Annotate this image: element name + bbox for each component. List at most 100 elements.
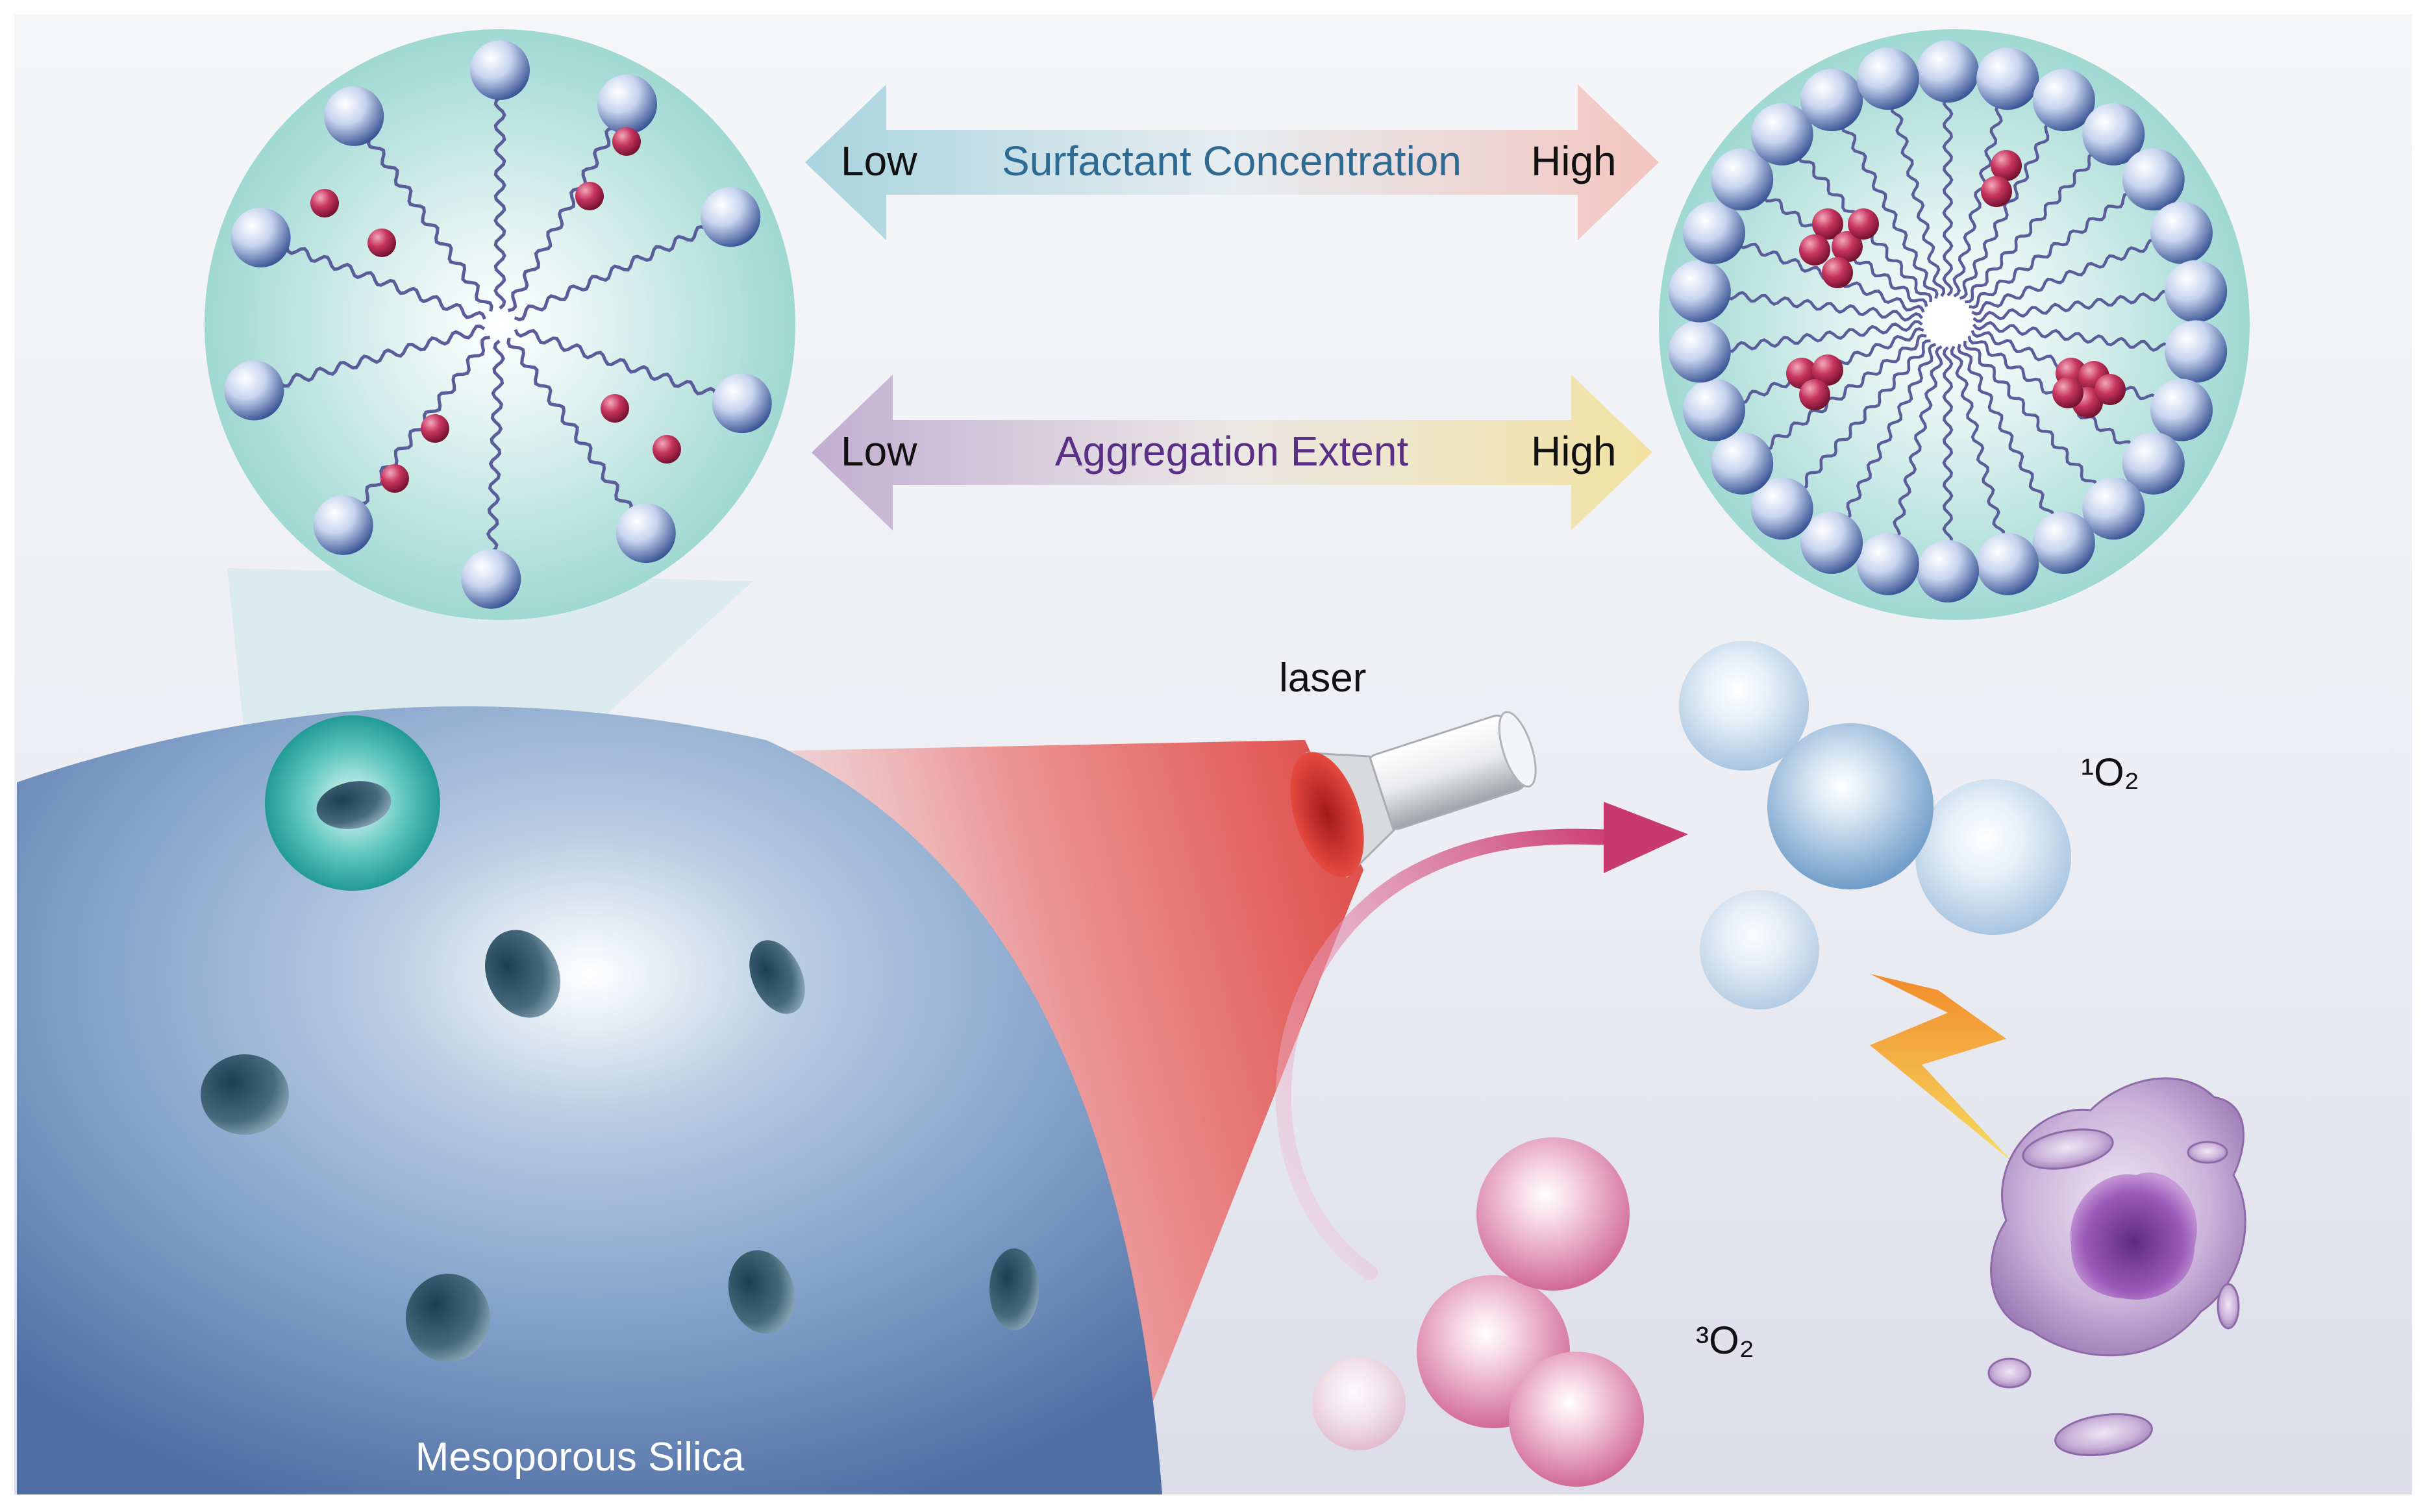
micelle-low-concentration [205,29,795,620]
photosensitizer-molecule [1812,354,1843,386]
surfactant-tail [1893,345,1943,540]
photosensitizer-molecule [421,414,449,443]
photosensitizer-molecule [2052,377,2083,408]
surfactant-tail [1950,345,2006,540]
photosensitizer-molecule [1991,150,2022,181]
surfactant-head [597,74,657,134]
pore [406,1274,490,1362]
surfactant-tail [1724,320,1923,353]
surfactant-head [313,495,373,555]
surfactant-tail [1890,103,1946,297]
surfactant-head [224,360,284,421]
aggregation-low-label: Low [841,428,917,475]
photosensitizer-molecule [380,464,409,493]
photosensitizer-molecule [601,394,629,423]
surfactant-tail [1763,334,1927,451]
surfactant-head [2165,320,2228,383]
surfactant-tail [1843,343,1937,521]
surfactant-head [1800,511,1863,574]
singlet-oxygen-cluster: ¹O₂ [1679,641,2139,1010]
surfactant-head [2150,201,2213,264]
oxygen-sphere [1700,890,1819,1010]
photosensitizer-molecule [1799,234,1830,266]
surfactant-tail [514,328,718,396]
silica-label: Mesoporous Silica [416,1435,745,1480]
photosensitizer-molecule [310,189,339,217]
surfactant-tail [514,225,707,321]
surfactant-tail [284,246,486,320]
surfactant-tail [1967,336,2134,449]
surfactant-head [2032,69,2095,132]
aggregation-extent-arrow: Low Aggregation Extent High [812,375,1652,530]
surfactant-head [2032,511,2095,574]
surfactant-title: Surfactant Concentration [1002,138,1461,184]
pore [728,1250,795,1334]
oxygen-sphere [1509,1352,1644,1487]
surfactant-head [1750,477,1813,540]
lightning-bolt-icon [1870,974,2013,1162]
surfactant-head [1668,320,1731,383]
laser-pointer-icon: laser [1279,656,1537,878]
surfactant-head [1683,201,1745,264]
surfactant-tail [1965,152,2096,304]
photosensitizer-molecule [1799,379,1830,410]
surfactant-head [2082,103,2145,166]
surfactant-tail [1942,346,1954,547]
surfactant-head [1668,260,1731,323]
surfactant-head [1917,40,1979,103]
oxygen-sphere [1476,1137,1630,1291]
photosensitizer-molecule [1832,231,1863,262]
surfactant-head [2122,432,2185,495]
surfactant-tail [1957,343,2055,521]
surfactant-tail [1799,339,1931,491]
micelle-high-concentration [1659,29,2250,620]
surfactant-tail [1959,121,2053,300]
surfactant-tail [1841,122,1939,299]
surfactant-head [230,207,291,267]
surfactant-head [1976,47,2039,110]
photosensitizer-molecule [653,435,681,464]
surfactant-head [1856,532,1919,595]
aggregation-title: Aggregation Extent [1055,428,1409,475]
pore [485,930,560,1018]
photosensitizer-molecule [1812,208,1843,240]
mesoporous-silica-sphere [17,706,1162,1494]
photosensitizer-molecule [575,182,604,210]
photosensitizer-molecule [2095,374,2126,405]
surfactant-head [616,503,676,564]
surfactant-tail [367,138,493,312]
surfactant-head [1917,540,1979,602]
oxygen-sphere [1915,779,2071,935]
pore [749,940,805,1014]
surfactant-head [1976,532,2039,595]
surfactant-tail [486,340,506,553]
surfactant-low-label: Low [841,138,917,184]
surfactant-head [1856,47,1919,110]
surfactant-head [2082,477,2145,540]
photosensitizer-molecule [1848,208,1879,240]
surfactant-tail [493,96,506,310]
tumor-cell-icon [1987,1077,2246,1456]
photosensitizer-molecule [612,127,641,156]
curved-arrow-icon [1275,802,1688,1280]
pore [989,1248,1039,1330]
surfactant-tail [1971,238,2158,316]
surfactant-tail [506,338,633,512]
surfactant-head [1800,69,1863,132]
surfactant-tail [1963,340,2098,490]
surfactant-tail [1952,103,2003,298]
oxygen-sphere [1679,641,1809,771]
surfactant-tail [1972,290,2171,323]
singlet-oxygen-label: ¹O₂ [2081,750,2139,794]
surfactant-head [1711,148,1774,211]
surfactant-tail [279,324,486,388]
surfactant-head [2165,260,2228,323]
photosensitizer-molecule [367,229,396,257]
photosensitizer-molecule [1981,176,2012,207]
surfactant-head [1711,432,1774,495]
surfactant-high-label: High [1531,138,1617,184]
surfactant-head [324,86,384,146]
triplet-oxygen-label: ³O₂ [1696,1319,1754,1362]
